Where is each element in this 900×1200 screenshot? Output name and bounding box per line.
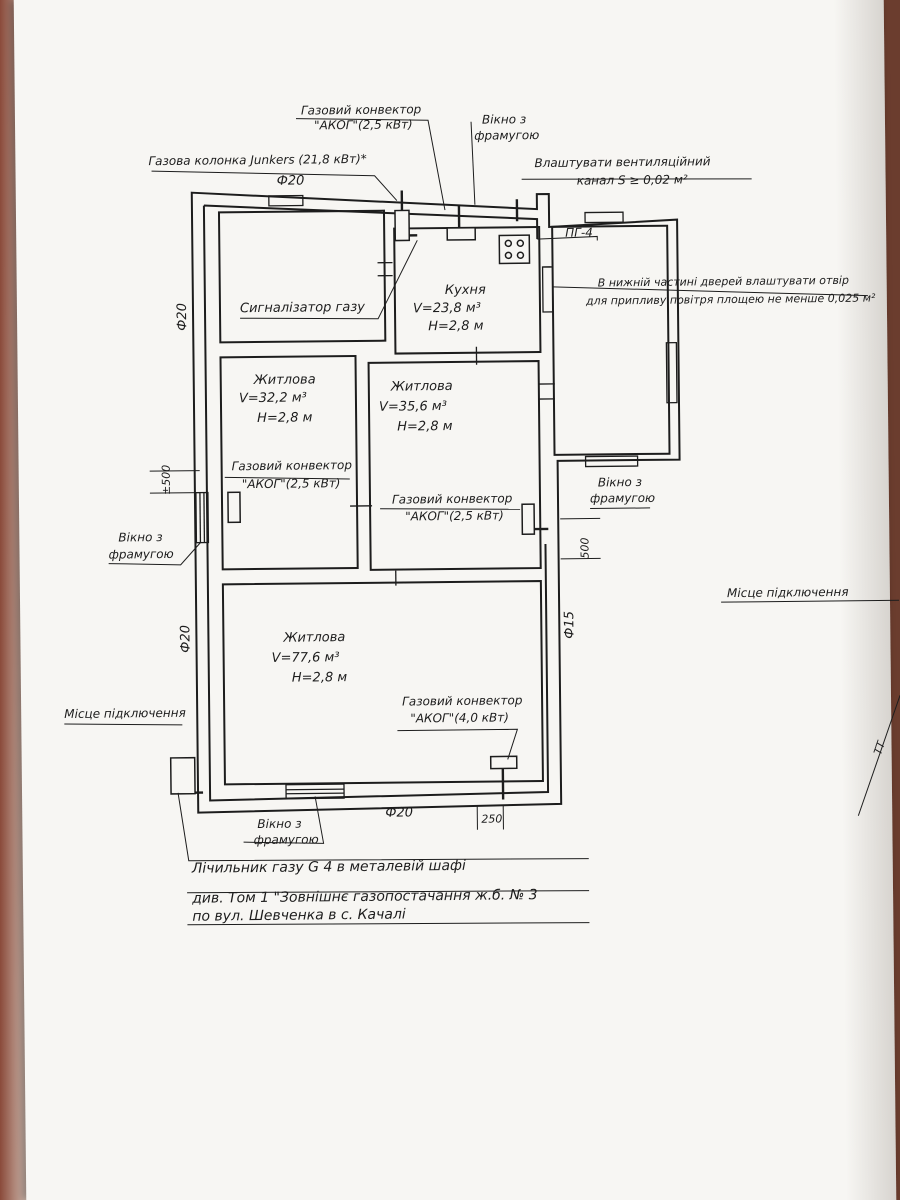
room2-height: H=2,8 м bbox=[397, 419, 453, 435]
convector-top-unit bbox=[446, 226, 477, 241]
room-top-left bbox=[217, 209, 387, 344]
window-bottom-right-room bbox=[584, 455, 639, 468]
convector-bottom-unit bbox=[489, 755, 518, 770]
label-boiler: Газова колонка Junkers (21,8 кВт)* bbox=[148, 152, 366, 168]
pipe-label-left-1: Ф20 bbox=[175, 303, 190, 331]
label-window-left-1: Вікно з bbox=[118, 530, 162, 544]
pipe-label-left-2: Ф20 bbox=[178, 625, 193, 653]
label-gas-alarm: Сигналізатор газу bbox=[240, 300, 365, 316]
label-window-top-1: Вікно з bbox=[482, 112, 526, 126]
convector-mid-unit bbox=[521, 503, 536, 536]
meter-note-2: див. Том 1 "Зовнішнє газопостачання ж.б.… bbox=[191, 887, 538, 907]
room3-title: Житлова bbox=[282, 630, 345, 646]
label-connection-right: Місце підключення bbox=[727, 585, 849, 600]
kitchen-title: Кухня bbox=[445, 283, 486, 298]
meter-note-3: по вул. Шевченка в с. Качалі bbox=[192, 906, 406, 924]
window-right-side bbox=[665, 341, 678, 404]
drawing: Газовий конвектор "АКОГ"(2,5 кВт) Вікно … bbox=[64, 102, 900, 926]
label-window-right-2: фрамугою bbox=[590, 491, 655, 506]
meter-note-1: Лічильник газу G 4 в металевій шафі bbox=[191, 858, 466, 877]
label-convector-bottom-spec: "АКОГ"(4,0 кВт) bbox=[410, 710, 509, 725]
label-window-left-2: фрамугою bbox=[108, 547, 173, 562]
edge-fragment: ТТ bbox=[871, 738, 888, 756]
label-convector-top-spec: "АКОГ"(2,5 кВт) bbox=[314, 117, 413, 132]
label-convector-top: Газовий конвектор bbox=[301, 102, 422, 117]
kitchen-volume: V=23,8 м³ bbox=[413, 301, 481, 317]
label-window-right-1: Вікно з bbox=[598, 475, 642, 489]
window-top-right bbox=[584, 211, 624, 224]
outer-wall bbox=[190, 191, 681, 814]
kitchen-height: H=2,8 м bbox=[428, 319, 484, 335]
doors bbox=[350, 261, 555, 586]
label-window-bottom-1: Вікно з bbox=[257, 817, 301, 831]
dim-right: 500 bbox=[578, 538, 591, 559]
room2-title: Житлова bbox=[390, 379, 453, 395]
label-convector-mid: Газовий конвектор bbox=[392, 491, 513, 506]
gas-meter-box bbox=[169, 756, 196, 795]
room1-height: H=2,8 м bbox=[257, 410, 313, 426]
label-convector-left: Газовий конвектор bbox=[232, 458, 353, 473]
window-top-left bbox=[268, 194, 304, 207]
window-left bbox=[195, 491, 210, 544]
convector-left-unit bbox=[227, 491, 241, 524]
room3-volume: V=77,6 м³ bbox=[272, 650, 340, 666]
label-vent-1: Влаштувати вентиляційний bbox=[534, 154, 710, 170]
pipe-label-right: Ф15 bbox=[562, 611, 577, 639]
door-note-1: В нижній частині дверей влаштувати отвір bbox=[598, 274, 849, 290]
dimension-marks bbox=[149, 470, 601, 830]
room1-title: Житлова bbox=[253, 372, 316, 388]
boiler-unit bbox=[394, 209, 411, 242]
label-window-top-2: фрамугою bbox=[474, 128, 539, 143]
label-convector-mid-spec: "АКОГ"(2,5 кВт) bbox=[405, 508, 504, 523]
label-pg4: ПГ-4 bbox=[565, 225, 593, 239]
room3-height: H=2,8 м bbox=[292, 670, 348, 686]
room1-volume: V=32,2 м³ bbox=[239, 390, 307, 406]
room-living-2 bbox=[367, 360, 542, 571]
pipe-label-bottom: Ф20 bbox=[385, 805, 413, 820]
room-living-3 bbox=[221, 580, 544, 786]
label-convector-bottom: Газовий конвектор bbox=[402, 693, 523, 708]
dim-left: ±500 bbox=[160, 465, 173, 495]
dim-bottom: 250 bbox=[481, 812, 502, 825]
label-convector-left-spec: "АКОГ"(2,5 кВт) bbox=[242, 476, 341, 491]
room-living-1 bbox=[219, 354, 359, 571]
room-right bbox=[551, 224, 671, 456]
equipment bbox=[169, 209, 536, 795]
outer-wall-inner bbox=[202, 204, 550, 802]
leader-lines bbox=[64, 118, 900, 926]
pipe-label-top: Ф20 bbox=[277, 174, 305, 189]
label-window-bottom-2: фрамугою bbox=[253, 832, 318, 847]
door-note-2: для припливу повітря площею не менше 0,0… bbox=[585, 292, 876, 308]
room2-volume: V=35,6 м³ bbox=[379, 399, 447, 415]
label-vent-2: канал S ≥ 0,02 м² bbox=[577, 172, 688, 187]
label-connection-left: Місце підключення bbox=[64, 706, 186, 721]
stove-pg4 bbox=[498, 234, 531, 265]
